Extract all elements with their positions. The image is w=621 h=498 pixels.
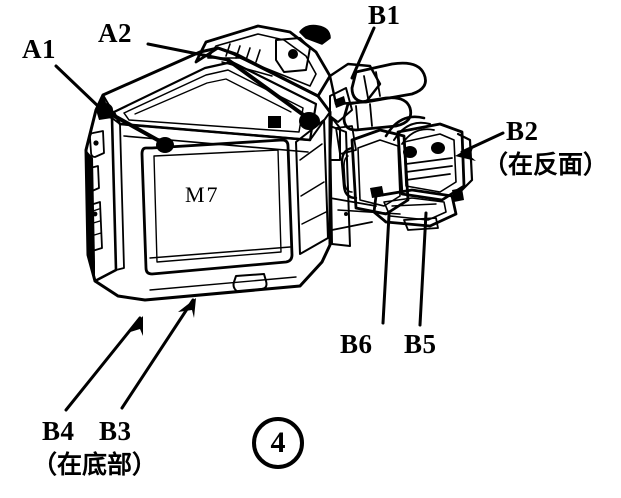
figure-number-badge: 4: [252, 417, 304, 469]
callout-label-b4: B6: [340, 329, 373, 359]
callout-label-b2: B2: [506, 116, 539, 146]
callout-label-b6: B4: [42, 416, 75, 446]
panel-model-label: M7: [185, 182, 220, 207]
callout-note-b6: （在底部）: [32, 450, 158, 479]
under-grip-structure: [329, 197, 377, 231]
callout-label-b3: B5: [404, 329, 437, 359]
callout-label-a1: A1: [22, 34, 56, 64]
grip-assembly: [329, 122, 474, 247]
callout-label-b5: B3: [99, 416, 132, 446]
lens-barrels: [329, 61, 435, 161]
callout-note-b2: （在反面）: [483, 150, 609, 179]
callout-label-b1: B1: [368, 0, 401, 30]
top-handle-assembly: [194, 24, 382, 106]
callout-label-a2: A2: [98, 18, 132, 48]
camera-body: [84, 46, 332, 302]
